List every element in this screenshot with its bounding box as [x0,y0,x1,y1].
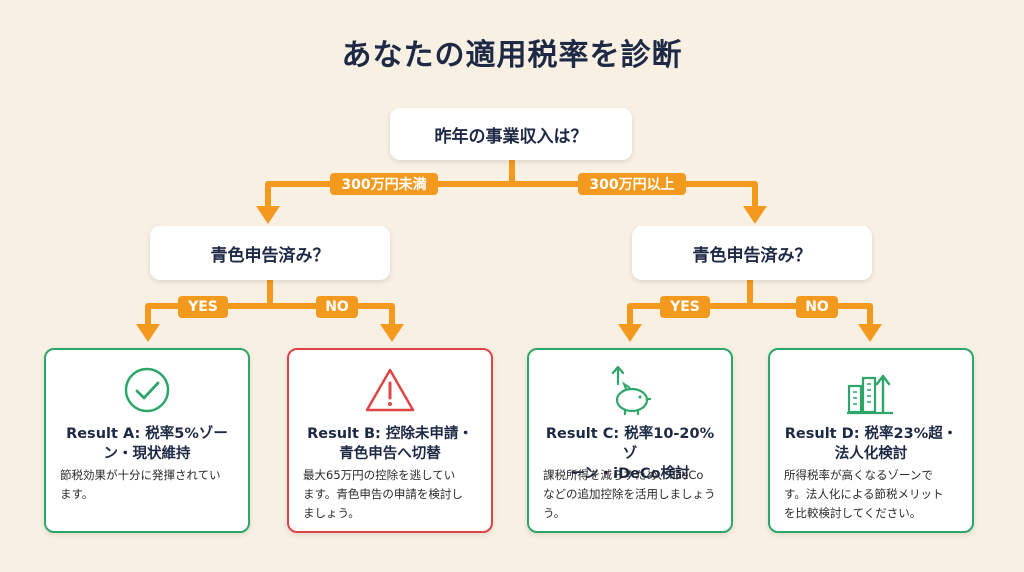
right-question-text: 青色申告済み？ [692,245,812,266]
result-card-a: Result A: 税率5%ゾー ン・現状維持 節税効果が十分に発揮されてい ま… [44,348,250,533]
result-a-description: 節税効果が十分に発揮されてい ます。 [60,468,221,501]
right-no-label: NO [796,296,838,318]
right-yes-label: YES [660,296,710,318]
root-question-text: 昨年の事業収入は？ [434,126,588,147]
arrow-head-left [256,206,280,224]
right-split [627,303,873,326]
check-circle-icon [46,364,248,418]
result-card-c: Result C: 税率10-20%ゾ ーン・iDeCo検討 課税所得を減らすた… [527,348,733,533]
arrow-head-b [380,324,404,342]
left-no-label: NO [316,296,358,318]
right-question: 青色申告済み？ [632,226,872,280]
result-d-heading: Result D: 税率23%超・ 法人化検討 [784,426,958,462]
arrow-head-c [618,324,642,342]
result-a-heading: Result A: 税率5%ゾー ン・現状維持 [66,426,228,462]
left-question: 青色申告済み？ [150,226,390,280]
result-card-d: Result D: 税率23%超・ 法人化検討 所得税率が高くなるゾーンで す。… [768,348,974,533]
left-split [145,303,395,326]
result-d-description: 所得税率が高くなるゾーンで す。法人化による節税メリット を比較検討してください… [784,468,944,520]
warning-triangle-icon [289,364,491,418]
branch-label-left: 300万円未満 [330,173,438,195]
result-b-description: 最大65万円の控除を逃してい ます。青色申告の申請を検討し ましょう。 [303,468,463,520]
piggy-bank-icon [529,364,731,418]
arrow-head-d [858,324,882,342]
result-c-heading: Result C: 税率10-20%ゾ ーン・iDeCo検討 [545,426,715,482]
page-title: あなたの適用税率を診断 [341,38,683,73]
building-growth-icon [770,364,972,418]
arrow-head-right [743,206,767,224]
result-c-description: 課税所得を減らすため、iDeCo などの追加控除を活用しましょう う。 [543,468,716,520]
left-question-text: 青色申告済み？ [210,245,330,266]
arrow-head-a [136,324,160,342]
root-question: 昨年の事業収入は？ [390,108,632,160]
result-b-heading: Result B: 控除未申請・ 青色申告へ切替 [307,426,473,462]
root-split [265,181,758,208]
result-card-b: Result B: 控除未申請・ 青色申告へ切替 最大65万円の控除を逃してい … [287,348,493,533]
branch-label-right: 300万円以上 [578,173,686,195]
left-yes-label: YES [178,296,228,318]
